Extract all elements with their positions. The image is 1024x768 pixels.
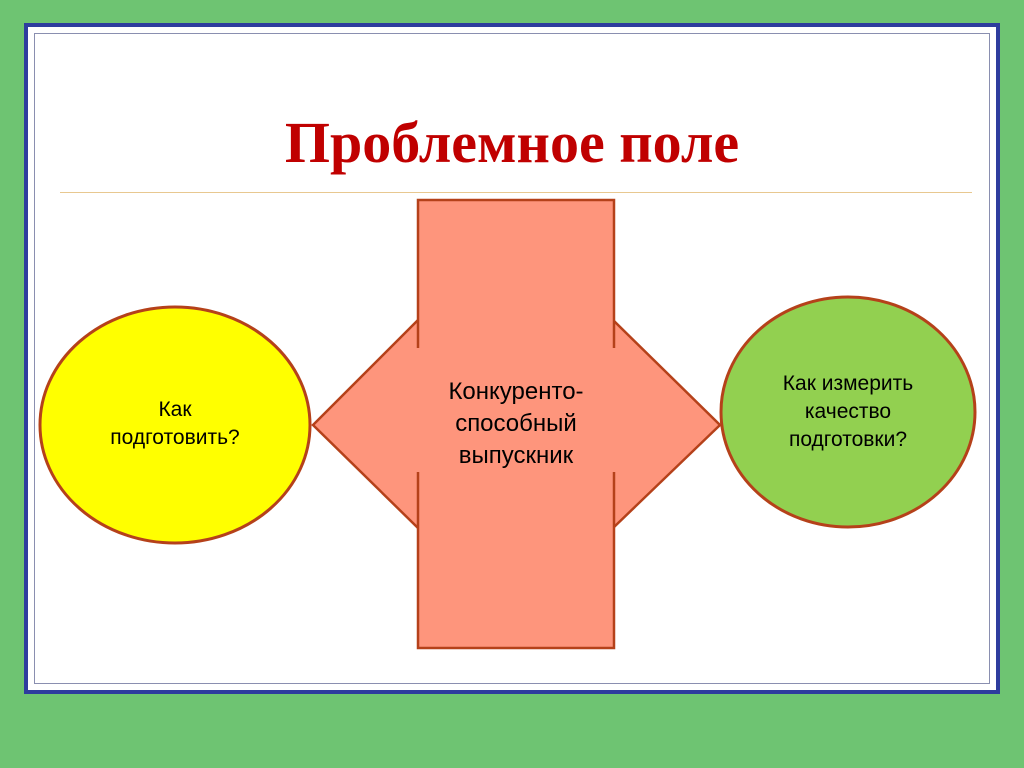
right-node-label: Как измерить качество подготовки? xyxy=(782,372,914,451)
left-junction-cover xyxy=(412,348,424,472)
left-node-label: Как подготовить? xyxy=(110,398,240,449)
center-rectangle xyxy=(416,198,616,650)
right-junction-cover xyxy=(608,348,620,472)
title-divider xyxy=(60,192,972,193)
slide-title: Проблемное поле xyxy=(284,110,740,175)
right-ellipse xyxy=(719,295,977,529)
center-node-label: Конкуренто- способный выпускник xyxy=(448,378,584,469)
slide-frame-inner xyxy=(34,33,990,684)
left-ellipse xyxy=(38,305,312,545)
